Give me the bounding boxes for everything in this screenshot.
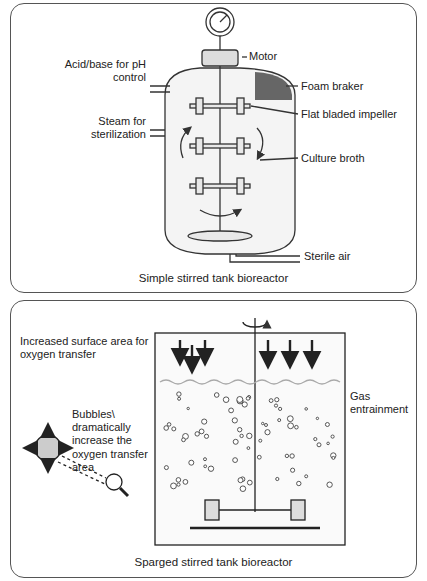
figure-caption: Sparged stirred tank bioreactor <box>11 556 416 568</box>
part-label: Culture broth <box>301 152 411 165</box>
part-label: Bubbles\ dramatically increase the oxyge… <box>72 408 152 474</box>
part-label: Foam braker <box>301 80 411 93</box>
part-label: Flat bladed impeller <box>301 108 411 121</box>
part-label: Increased surface area for oxygen transf… <box>20 335 150 361</box>
part-label: Acid/base for pH control <box>60 58 146 84</box>
part-label: Gas entrainment <box>350 390 412 416</box>
part-label: Motor <box>249 50 309 63</box>
figure-caption: Simple stirred tank bioreactor <box>11 272 416 284</box>
part-label: Sterile air <box>304 250 404 263</box>
part-label: Steam for sterilization <box>60 115 146 141</box>
figure-panel: Simple stirred tank bioreactor <box>10 3 417 293</box>
